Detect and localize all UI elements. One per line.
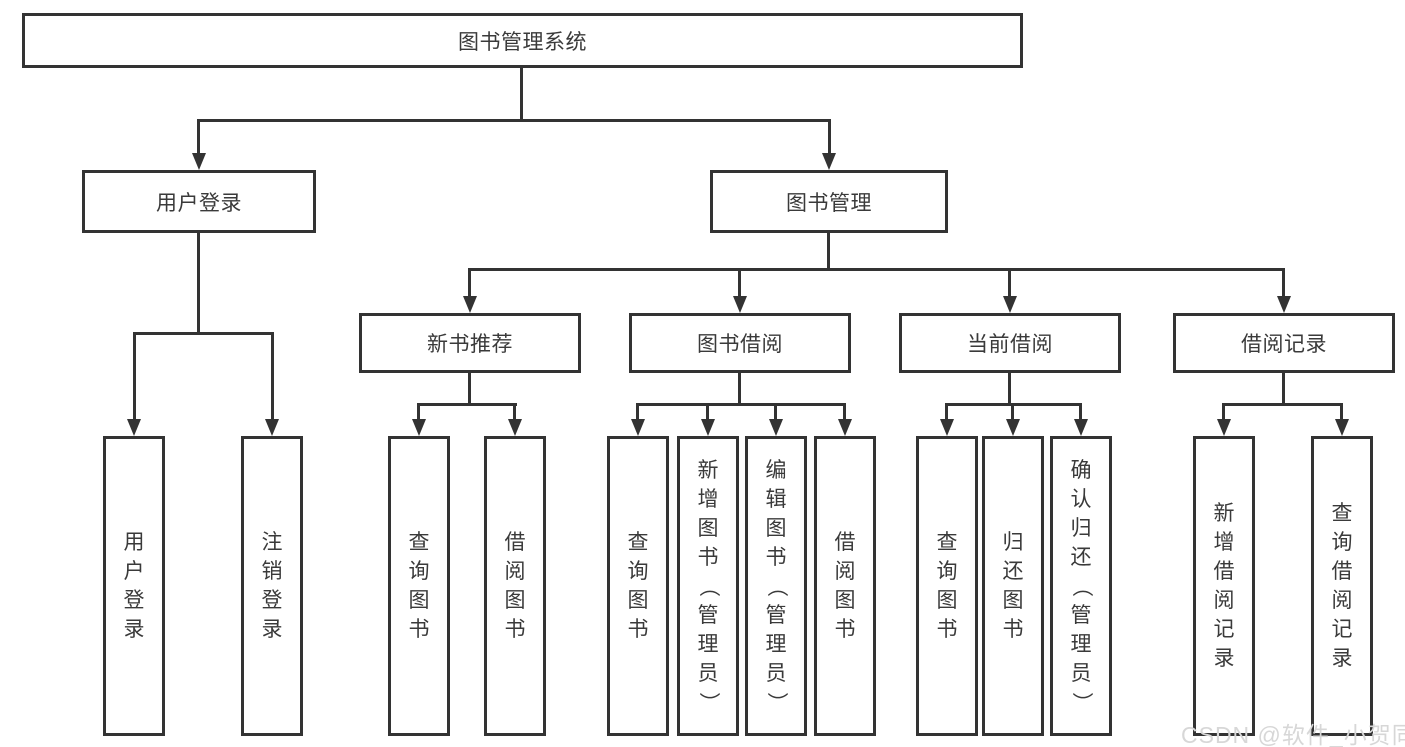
- connector-line: [468, 268, 1285, 271]
- leaf-add-borrow-record: 新增借阅记录: [1193, 436, 1255, 736]
- arrow-down-icon: [769, 419, 783, 436]
- connector-line: [738, 371, 741, 406]
- connector-line: [468, 371, 471, 406]
- arrow-down-icon: [1335, 419, 1349, 436]
- connector-line: [1282, 371, 1285, 406]
- connector-line: [1222, 403, 1343, 406]
- node-label: 编辑图书（管理员）: [764, 458, 788, 713]
- connector-line: [197, 119, 831, 122]
- node-book-borrowing: 图书借阅: [629, 313, 851, 373]
- connector-line: [843, 403, 846, 423]
- node-label: 用户登录: [123, 531, 145, 641]
- leaf-add-book-admin: 新增图书（管理员）: [677, 436, 739, 736]
- arrow-down-icon: [1217, 419, 1231, 436]
- leaf-query-borrow-record: 查询借阅记录: [1311, 436, 1373, 736]
- connector-line: [774, 403, 777, 423]
- connector-line: [133, 332, 136, 422]
- arrow-down-icon: [701, 419, 715, 436]
- arrow-down-icon: [463, 296, 477, 313]
- connector-line: [468, 268, 471, 300]
- node-label: 借阅记录: [1241, 333, 1327, 356]
- connector-line: [417, 403, 517, 406]
- arrow-down-icon: [822, 153, 836, 170]
- leaf-logout: 注销登录: [241, 436, 303, 736]
- arrow-down-icon: [192, 153, 206, 170]
- node-user-login-branch: 用户登录: [82, 170, 316, 233]
- connector-line: [1011, 403, 1014, 423]
- connector-line: [636, 403, 846, 406]
- arrow-down-icon: [1277, 296, 1291, 313]
- arrow-down-icon: [940, 419, 954, 436]
- leaf-query-books-recommend: 查询图书: [388, 436, 450, 736]
- connector-line: [945, 403, 948, 423]
- node-current-borrowing: 当前借阅: [899, 313, 1121, 373]
- leaf-borrow-books-borrowing: 借阅图书: [814, 436, 876, 736]
- arrow-down-icon: [631, 419, 645, 436]
- node-label: 借阅图书: [504, 531, 526, 641]
- connector-line: [636, 403, 639, 423]
- leaf-query-books-current: 查询图书: [916, 436, 978, 736]
- node-label: 当前借阅: [967, 333, 1053, 356]
- connector-line: [513, 403, 516, 423]
- node-label: 新书推荐: [427, 333, 513, 356]
- node-label: 归还图书: [1002, 531, 1024, 641]
- connector-line: [197, 231, 200, 335]
- arrow-down-icon: [508, 419, 522, 436]
- node-label: 图书借阅: [697, 333, 783, 356]
- node-label: 借阅图书: [834, 531, 856, 641]
- arrow-down-icon: [265, 419, 279, 436]
- node-label: 图书管理系统: [458, 30, 587, 54]
- node-root-system: 图书管理系统: [22, 13, 1023, 68]
- leaf-query-books-borrowing: 查询图书: [607, 436, 669, 736]
- leaf-confirm-return-admin: 确认归还（管理员）: [1050, 436, 1112, 736]
- arrow-down-icon: [733, 296, 747, 313]
- node-new-book-recommend: 新书推荐: [359, 313, 581, 373]
- node-label: 查询借阅记录: [1331, 502, 1353, 670]
- node-label: 注销登录: [261, 531, 283, 641]
- node-label: 查询图书: [936, 531, 958, 641]
- node-label: 确认归还（管理员）: [1069, 458, 1093, 713]
- node-label: 查询图书: [408, 531, 430, 641]
- leaf-borrow-books-recommend: 借阅图书: [484, 436, 546, 736]
- connector-line: [706, 403, 709, 423]
- arrow-down-icon: [1006, 419, 1020, 436]
- connector-line: [738, 268, 741, 300]
- node-label: 新增借阅记录: [1213, 502, 1235, 670]
- node-label: 新增图书（管理员）: [696, 458, 720, 713]
- connector-line: [1282, 268, 1285, 300]
- connector-line: [1222, 403, 1225, 423]
- connector-line: [828, 119, 831, 157]
- connector-line: [827, 231, 830, 271]
- connector-line: [271, 332, 274, 422]
- arrow-down-icon: [1003, 296, 1017, 313]
- connector-line: [197, 119, 200, 157]
- arrow-down-icon: [838, 419, 852, 436]
- node-book-management-branch: 图书管理: [710, 170, 948, 233]
- connector-line: [1340, 403, 1343, 423]
- connector-line: [520, 66, 523, 120]
- leaf-user-login: 用户登录: [103, 436, 165, 736]
- node-label: 用户登录: [156, 191, 242, 215]
- leaf-return-book: 归还图书: [982, 436, 1044, 736]
- connector-line: [133, 332, 274, 335]
- node-borrowing-records: 借阅记录: [1173, 313, 1395, 373]
- connector-line: [417, 403, 420, 423]
- leaf-edit-book-admin: 编辑图书（管理员）: [745, 436, 807, 736]
- arrow-down-icon: [127, 419, 141, 436]
- csdn-watermark: CSDN @软件_小贺同学: [1181, 722, 1405, 747]
- connector-line: [1008, 268, 1011, 300]
- node-label: 图书管理: [786, 191, 872, 215]
- arrow-down-icon: [412, 419, 426, 436]
- connector-line: [1079, 403, 1082, 423]
- arrow-down-icon: [1074, 419, 1088, 436]
- connector-line: [1008, 371, 1011, 406]
- node-label: 查询图书: [627, 531, 649, 641]
